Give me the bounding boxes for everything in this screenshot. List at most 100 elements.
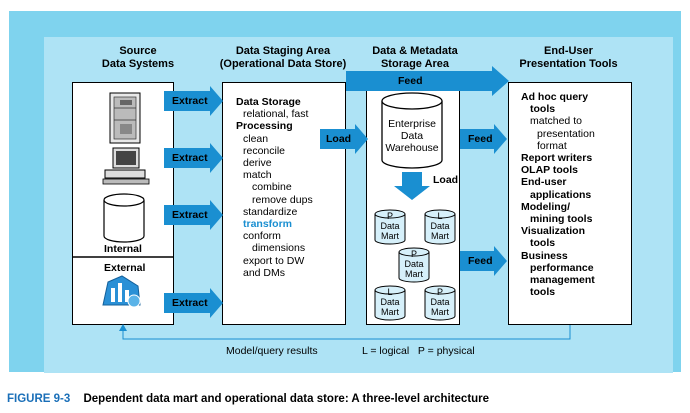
data-mart-text: Data bbox=[380, 221, 400, 231]
data-mart-text: Data bbox=[404, 259, 424, 269]
desktop-computer-icon bbox=[102, 147, 150, 185]
feed-arrow-1 bbox=[460, 124, 507, 154]
header-presentation-line2: Presentation Tools bbox=[519, 58, 618, 70]
figure-caption-text: Dependent data mart and operational data… bbox=[83, 393, 490, 405]
header-storage: Data & Metadata Storage Area bbox=[360, 45, 470, 71]
data-mart-cylinder bbox=[424, 285, 456, 321]
presentation-item: performance bbox=[530, 261, 594, 274]
presentation-item: applications bbox=[530, 188, 592, 201]
load-arrow-down bbox=[394, 172, 430, 200]
data-mart-text: Data bbox=[380, 297, 400, 307]
staging-item: conform bbox=[243, 230, 281, 243]
data-mart-cylinders bbox=[374, 209, 456, 321]
staging-item: Processing bbox=[236, 120, 293, 133]
extract-label-2: Extract bbox=[172, 152, 208, 164]
data-mart-text: Mart bbox=[405, 269, 423, 279]
extract-label-3: Extract bbox=[172, 209, 208, 221]
feed-arrow-top bbox=[346, 66, 509, 96]
external-data-icon bbox=[102, 275, 141, 308]
header-staging: Data Staging Area (Operational Data Stor… bbox=[208, 45, 358, 71]
external-label: External bbox=[104, 262, 146, 274]
presentation-item: Report writers bbox=[521, 152, 593, 165]
presentation-item: Visualization bbox=[521, 225, 585, 238]
presentation-item: tools bbox=[530, 103, 556, 116]
warehouse-label-line: Data bbox=[400, 130, 424, 142]
data-mart-type: L bbox=[387, 287, 393, 297]
presentation-item: OLAP tools bbox=[521, 164, 578, 177]
figure-number: FIGURE 9-3 bbox=[7, 393, 71, 405]
warehouse-label-line: Enterprise bbox=[388, 118, 436, 130]
staging-item: export to DW bbox=[243, 254, 305, 267]
staging-item: remove dups bbox=[252, 193, 313, 206]
feed-arrow-2 bbox=[460, 246, 507, 276]
presentation-item: matched to bbox=[530, 115, 582, 128]
staging-item: transform bbox=[243, 218, 293, 231]
staging-area-box bbox=[222, 82, 346, 325]
data-mart-type: P bbox=[386, 211, 393, 221]
presentation-item: Modeling/ bbox=[521, 200, 570, 213]
presentation-item: presentation bbox=[537, 127, 595, 140]
data-mart-text: Data bbox=[430, 221, 450, 231]
presentation-item: End-user bbox=[521, 176, 567, 189]
data-mart-cylinder bbox=[424, 209, 456, 245]
staging-item: and DMs bbox=[243, 266, 286, 279]
extract-arrow-1 bbox=[164, 86, 223, 116]
data-mart-type: P bbox=[436, 287, 443, 297]
data-mart-cylinder bbox=[398, 247, 430, 283]
feed-label-top: Feed bbox=[398, 75, 423, 87]
load-label-staging: Load bbox=[326, 133, 352, 145]
data-mart-text: Mart bbox=[431, 307, 449, 317]
data-mart-text: Mart bbox=[381, 231, 399, 241]
data-mart-cylinder bbox=[374, 209, 406, 245]
data-mart-text: Mart bbox=[381, 307, 399, 317]
presentation-item: mining tools bbox=[530, 213, 593, 226]
staging-item: Data Storage bbox=[236, 96, 301, 108]
presentation-item: management bbox=[530, 274, 595, 287]
server-icon bbox=[109, 92, 141, 144]
header-staging-line1: Data Staging Area bbox=[235, 45, 331, 57]
internal-label: Internal bbox=[104, 243, 142, 255]
staging-item: clean bbox=[243, 132, 269, 145]
header-source-line1: Source bbox=[119, 45, 157, 57]
legend-label: L = logical P = physical bbox=[362, 345, 475, 357]
presentation-item: tools bbox=[530, 237, 556, 250]
presentation-item: Ad hoc query bbox=[521, 91, 589, 103]
load-arrow-staging bbox=[320, 124, 368, 154]
presentation-item: tools bbox=[530, 286, 556, 299]
extract-label-4: Extract bbox=[172, 297, 208, 309]
staging-item: derive bbox=[243, 157, 272, 170]
data-mart-cylinder bbox=[374, 285, 406, 321]
header-source-line2: Data Systems bbox=[101, 58, 175, 70]
header-presentation: End-User Presentation Tools bbox=[506, 45, 631, 71]
header-source: Source Data Systems bbox=[98, 45, 178, 71]
staging-item: relational, fast bbox=[243, 108, 309, 121]
staging-item: match bbox=[243, 169, 272, 182]
header-storage-line2: Storage Area bbox=[380, 58, 450, 70]
header-presentation-line1: End-User bbox=[544, 45, 593, 57]
data-mart-text: Data bbox=[430, 297, 450, 307]
staging-item: combine bbox=[252, 181, 292, 194]
extract-arrow-4 bbox=[164, 288, 223, 318]
presentation-item: format bbox=[537, 139, 567, 152]
presentation-item: Business bbox=[521, 249, 568, 262]
feedback-arrow bbox=[119, 324, 571, 340]
staging-item: dimensions bbox=[252, 242, 306, 255]
figure-caption: FIGURE 9-3 Dependent data mart and opera… bbox=[7, 393, 489, 405]
extract-arrow-3 bbox=[164, 200, 223, 230]
load-label-down: Load bbox=[433, 174, 459, 186]
enterprise-data-warehouse-cylinder bbox=[381, 92, 443, 169]
feed-label-2: Feed bbox=[468, 255, 493, 267]
data-mart-text: Mart bbox=[431, 231, 449, 241]
data-mart-type: P bbox=[410, 249, 417, 259]
extract-label-1: Extract bbox=[172, 95, 208, 107]
data-mart-type: L bbox=[437, 211, 443, 221]
staging-item: standardize bbox=[243, 205, 298, 218]
